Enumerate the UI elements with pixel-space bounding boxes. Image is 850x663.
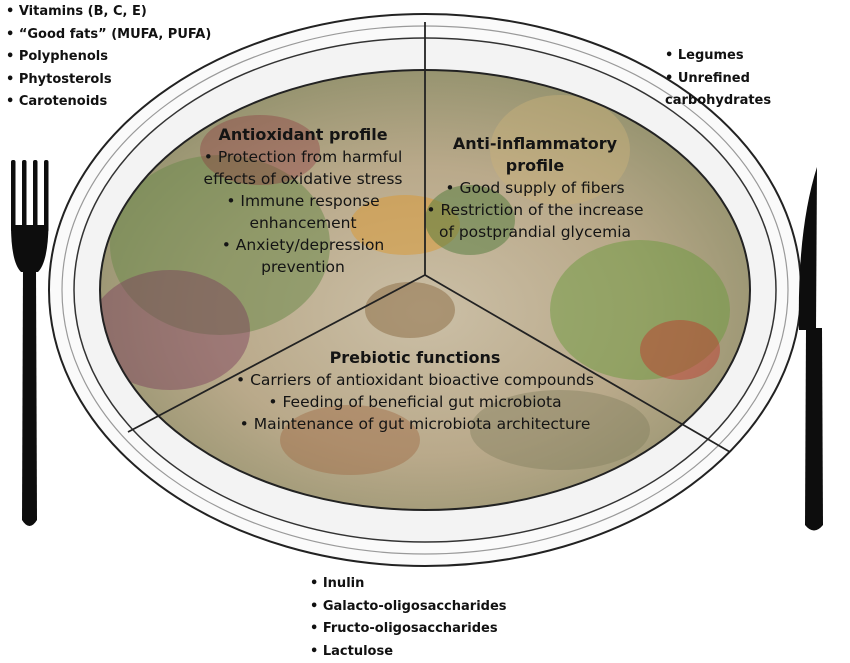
section-item: Feeding of beneficial gut microbiota bbox=[215, 391, 615, 413]
list-item: Polyphenols bbox=[6, 46, 211, 69]
section-item: Immune response enhancement bbox=[178, 190, 428, 234]
section-item: Restriction of the increase of postprand… bbox=[425, 199, 645, 243]
section-item: Carriers of antioxidant bioactive compou… bbox=[215, 369, 615, 391]
list-vitamins: Vitamins (B, C, E) “Good fats” (MUFA, PU… bbox=[6, 1, 211, 114]
list-item: Lactulose bbox=[310, 641, 507, 663]
list-fibers: Legumes Unrefined carbohydrates bbox=[665, 45, 850, 113]
list-item: Galacto-oligosaccharides bbox=[310, 596, 507, 619]
list-item: “Good fats” (MUFA, PUFA) bbox=[6, 24, 211, 47]
list-item: Fructo-oligosaccharides bbox=[310, 618, 507, 641]
list-prebiotics: Inulin Galacto-oligosaccharides Fructo-o… bbox=[310, 573, 507, 663]
section-item: Good supply of fibers bbox=[425, 177, 645, 199]
section-antiinflammatory: Anti-inflammatory profile Good supply of… bbox=[425, 133, 645, 243]
list-item: Legumes bbox=[665, 45, 850, 68]
section-item: Protection from harmful effects of oxida… bbox=[178, 146, 428, 190]
section-item: Anxiety/depression prevention bbox=[178, 234, 428, 278]
section-title: Prebiotic functions bbox=[215, 347, 615, 369]
list-item: Phytosterols bbox=[6, 69, 211, 92]
list-item: Carotenoids bbox=[6, 91, 211, 114]
fork-icon bbox=[11, 160, 49, 526]
list-item: Inulin bbox=[310, 573, 507, 596]
list-item: Vitamins (B, C, E) bbox=[6, 1, 211, 24]
section-prebiotic: Prebiotic functions Carriers of antioxid… bbox=[215, 347, 615, 435]
section-title: Anti-inflammatory profile bbox=[425, 133, 645, 177]
section-item: Maintenance of gut microbiota architectu… bbox=[215, 413, 615, 435]
section-title: Antioxidant profile bbox=[178, 124, 428, 146]
knife-icon bbox=[799, 167, 823, 531]
section-antioxidant: Antioxidant profile Protection from harm… bbox=[178, 124, 428, 278]
list-item: Unrefined carbohydrates bbox=[665, 68, 850, 113]
